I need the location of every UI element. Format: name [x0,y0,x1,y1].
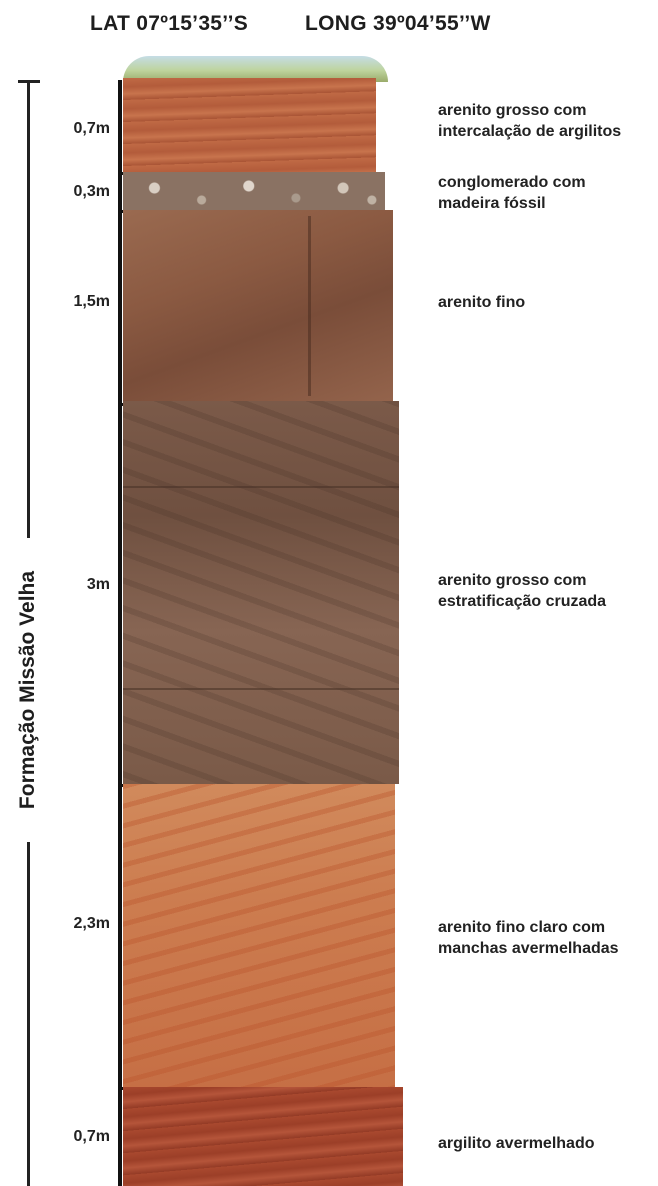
formation-bracket-line-upper [27,80,30,538]
bedding-line [123,688,399,690]
column-axis [118,80,122,1186]
layer-5-description-line1: arenito fino claro com [438,917,619,938]
layer-6-thickness: 0,7m [50,1128,110,1146]
layer-5-description: arenito fino claro com manchas avermelha… [438,917,619,959]
layer-5-thickness: 2,3m [50,915,110,933]
layer-5-description-line2: manchas avermelhadas [438,938,619,959]
formation-name: Formação Missão Velha [14,530,42,850]
layer-2-thickness: 0,3m [50,183,110,201]
layer-1-description-line2: intercalação de argilitos [438,121,621,142]
layer-3-thickness: 1,5m [50,293,110,311]
layer-1-description-line1: arenito grosso com [438,100,621,121]
bedding-line [123,486,399,488]
layer-conglomerado [123,172,385,212]
layer-4-description-line1: arenito grosso com [438,570,606,591]
layer-4-thickness: 3m [50,576,110,594]
layer-3-description: arenito fino [438,292,525,313]
formation-bracket-line-lower [27,842,30,1186]
stratigraphic-column [123,56,408,1186]
layer-arenito-cruzada [123,401,399,784]
layer-1-thickness: 0,7m [50,120,110,138]
layer-4-description: arenito grosso com estratificação cruzad… [438,570,606,612]
layer-2-description-line2: madeira fóssil [438,193,586,214]
layer-arenito-fino [123,210,393,403]
layer-2-description: conglomerado com madeira fóssil [438,172,586,214]
layer-2-description-line1: conglomerado com [438,172,586,193]
layer-argilito-avermelhado [123,1087,403,1186]
layer-arenito-fino-claro [123,784,395,1089]
layer-3-description-line1: arenito fino [438,292,525,313]
fracture-line [308,216,311,396]
layer-4-description-line2: estratificação cruzada [438,591,606,612]
latitude-label: LAT 07º15’35’’S [90,12,248,36]
layer-6-description-line1: argilito avermelhado [438,1133,595,1154]
header: LAT 07º15’35’’S LONG 39º04’55’’W [0,8,658,44]
layer-1-description: arenito grosso com intercalação de argil… [438,100,621,142]
layer-6-description: argilito avermelhado [438,1133,595,1154]
layer-arenito-grosso-argilitos [123,78,376,174]
longitude-label: LONG 39º04’55’’W [305,12,491,36]
